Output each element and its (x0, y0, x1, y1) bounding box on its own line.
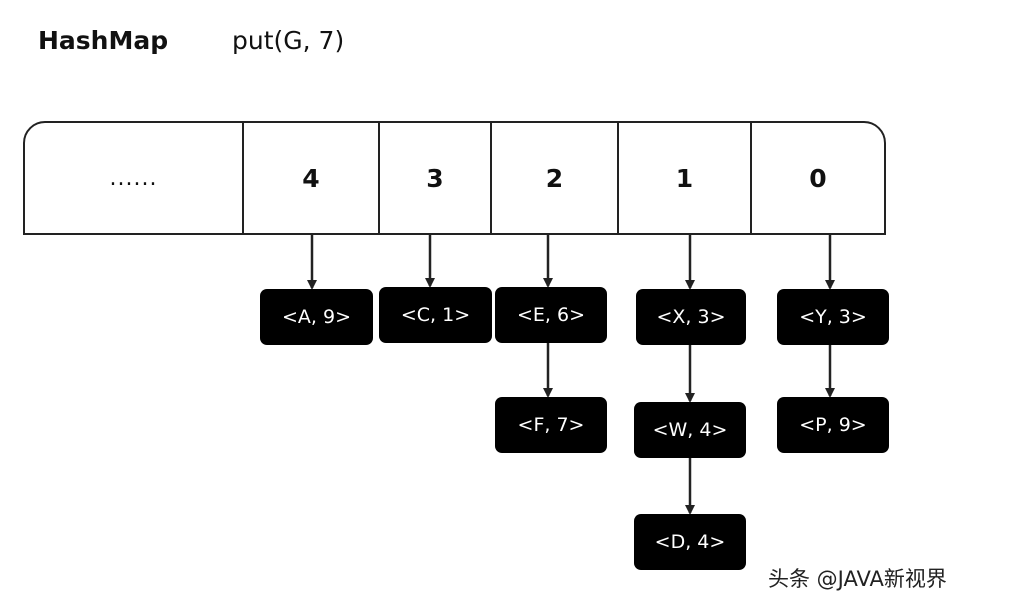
node-D-4: <D, 4> (634, 514, 746, 570)
operation-label: put(G, 7) (232, 26, 345, 55)
node-A-9: <A, 9> (260, 289, 373, 345)
bucket-1: 1 (617, 123, 750, 233)
bucket-array: ...... 4 3 2 1 0 (23, 121, 886, 235)
node-Y-3: <Y, 3> (777, 289, 889, 345)
bucket-4: 4 (242, 123, 378, 233)
bucket-3: 3 (378, 123, 490, 233)
watermark-text: 头条 @JAVA新视界 (768, 567, 947, 591)
node-W-4: <W, 4> (634, 402, 746, 458)
node-X-3: <X, 3> (636, 289, 746, 345)
bucket-ellipsis: ...... (109, 165, 158, 191)
bucket-2: 2 (490, 123, 617, 233)
bucket-0: 0 (750, 123, 884, 233)
node-C-1: <C, 1> (379, 287, 492, 343)
node-F-7: <F, 7> (495, 397, 607, 453)
node-P-9: <P, 9> (777, 397, 889, 453)
node-E-6: <E, 6> (495, 287, 607, 343)
diagram-title: HashMap (38, 26, 169, 55)
